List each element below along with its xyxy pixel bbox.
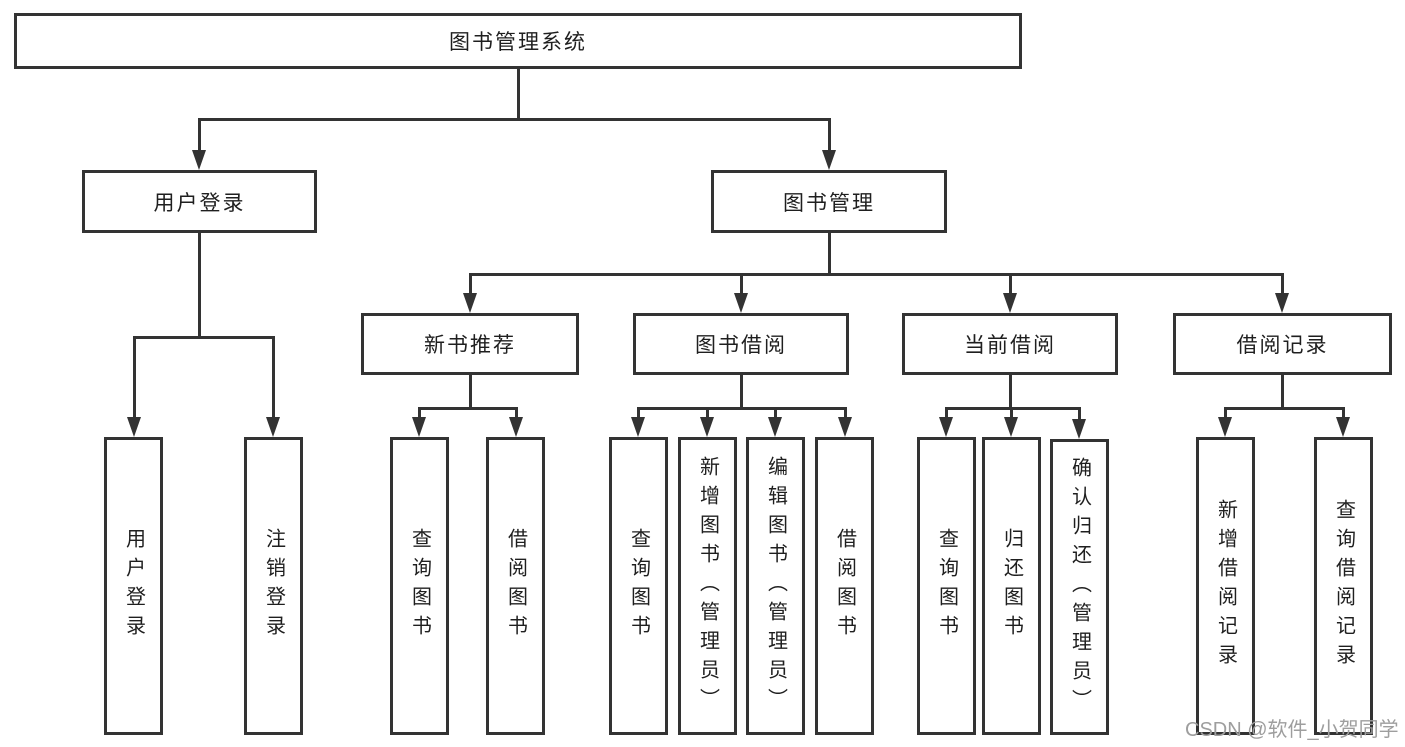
connector-line (133, 336, 275, 339)
node-add-books-admin: 新增图书（管理员） (678, 437, 737, 735)
connector-line (740, 375, 743, 407)
connector-line (1342, 407, 1345, 417)
node-query-books-borrowing: 查询图书 (609, 437, 668, 735)
arrowhead-icon (631, 417, 645, 437)
node-label: 图书管理系统 (449, 31, 587, 54)
node-label: 注销登录 (262, 528, 285, 644)
arrowhead-icon (1218, 417, 1232, 437)
node-label: 查询图书 (627, 528, 650, 644)
arrowhead-icon (1004, 417, 1018, 437)
node-label: 归还图书 (1000, 528, 1023, 644)
node-book-borrowing: 图书借阅 (633, 313, 849, 375)
connector-line (945, 407, 1081, 410)
connector-line (418, 407, 421, 417)
node-label: 查询借阅记录 (1332, 499, 1355, 673)
node-query-borrow-record: 查询借阅记录 (1314, 437, 1373, 735)
connector-line (1010, 407, 1013, 417)
node-user-login-branch: 用户登录 (82, 170, 317, 233)
node-logout: 注销登录 (244, 437, 303, 735)
connector-line (945, 407, 948, 417)
node-label: 借阅记录 (1236, 334, 1329, 357)
node-label: 图书借阅 (695, 334, 787, 357)
node-label: 新书推荐 (424, 334, 516, 357)
arrowhead-icon (266, 417, 280, 437)
node-label: 用户登录 (122, 528, 145, 644)
connector-line (706, 407, 709, 417)
connector-line (517, 69, 520, 118)
connector-line (740, 273, 743, 293)
node-borrow-books-recommend: 借阅图书 (486, 437, 545, 735)
node-label: 图书管理 (783, 191, 875, 215)
node-confirm-return-admin: 确认归还（管理员） (1050, 439, 1109, 735)
connector-line (198, 118, 831, 121)
arrowhead-icon (768, 417, 782, 437)
connector-line (1009, 273, 1012, 293)
arrowhead-icon (1072, 419, 1086, 439)
connector-line (1281, 375, 1284, 407)
node-label: 编辑图书（管理员） (764, 455, 787, 717)
node-return-books: 归还图书 (982, 437, 1041, 735)
connector-line (469, 375, 472, 407)
node-new-book-recommendation: 新书推荐 (361, 313, 579, 375)
arrowhead-icon (734, 293, 748, 313)
node-edit-books-admin: 编辑图书（管理员） (746, 437, 805, 735)
arrowhead-icon (939, 417, 953, 437)
arrowhead-icon (412, 417, 426, 437)
arrowhead-icon (192, 150, 206, 170)
connector-line (637, 407, 847, 410)
connector-line (515, 407, 518, 417)
arrowhead-icon (1336, 417, 1350, 437)
arrowhead-icon (1275, 293, 1289, 313)
node-query-books-recommend: 查询图书 (390, 437, 449, 735)
node-user-login: 用户登录 (104, 437, 163, 735)
node-label: 用户登录 (153, 191, 246, 215)
arrowhead-icon (700, 417, 714, 437)
node-label: 查询图书 (935, 528, 958, 644)
connector-line (828, 118, 831, 150)
connector-line (1009, 375, 1012, 407)
arrowhead-icon (822, 150, 836, 170)
connector-line (1078, 407, 1081, 419)
connector-line (774, 407, 777, 417)
arrowhead-icon (509, 417, 523, 437)
connector-line (469, 273, 472, 293)
connector-line (828, 233, 831, 273)
node-add-borrow-record: 新增借阅记录 (1196, 437, 1255, 735)
connector-line (1224, 407, 1345, 410)
arrowhead-icon (127, 417, 141, 437)
connector-line (1281, 273, 1284, 293)
node-label: 新增图书（管理员） (696, 455, 719, 717)
node-label: 当前借阅 (964, 334, 1056, 357)
node-label: 借阅图书 (833, 528, 856, 644)
connector-line (198, 233, 201, 336)
node-label: 查询图书 (408, 528, 431, 644)
connector-line (637, 407, 640, 417)
connector-line (198, 118, 201, 150)
node-current-borrowing: 当前借阅 (902, 313, 1118, 375)
node-book-management-branch: 图书管理 (711, 170, 947, 233)
node-label: 借阅图书 (504, 528, 527, 644)
connector-line (844, 407, 847, 417)
connector-line (418, 407, 518, 410)
node-borrowing-records: 借阅记录 (1173, 313, 1392, 375)
connector-line (469, 273, 1283, 276)
node-borrow-books-borrowing: 借阅图书 (815, 437, 874, 735)
connector-line (1224, 407, 1227, 417)
node-label: 新增借阅记录 (1214, 499, 1237, 673)
arrowhead-icon (838, 417, 852, 437)
node-library-management-system: 图书管理系统 (14, 13, 1022, 69)
node-query-books-current: 查询图书 (917, 437, 976, 735)
node-label: 确认归还（管理员） (1068, 456, 1091, 718)
arrowhead-icon (463, 293, 477, 313)
watermark-text: CSDN @软件_小贺同学 (1185, 719, 1399, 741)
connector-line (272, 336, 275, 417)
connector-line (133, 336, 136, 417)
arrowhead-icon (1003, 293, 1017, 313)
